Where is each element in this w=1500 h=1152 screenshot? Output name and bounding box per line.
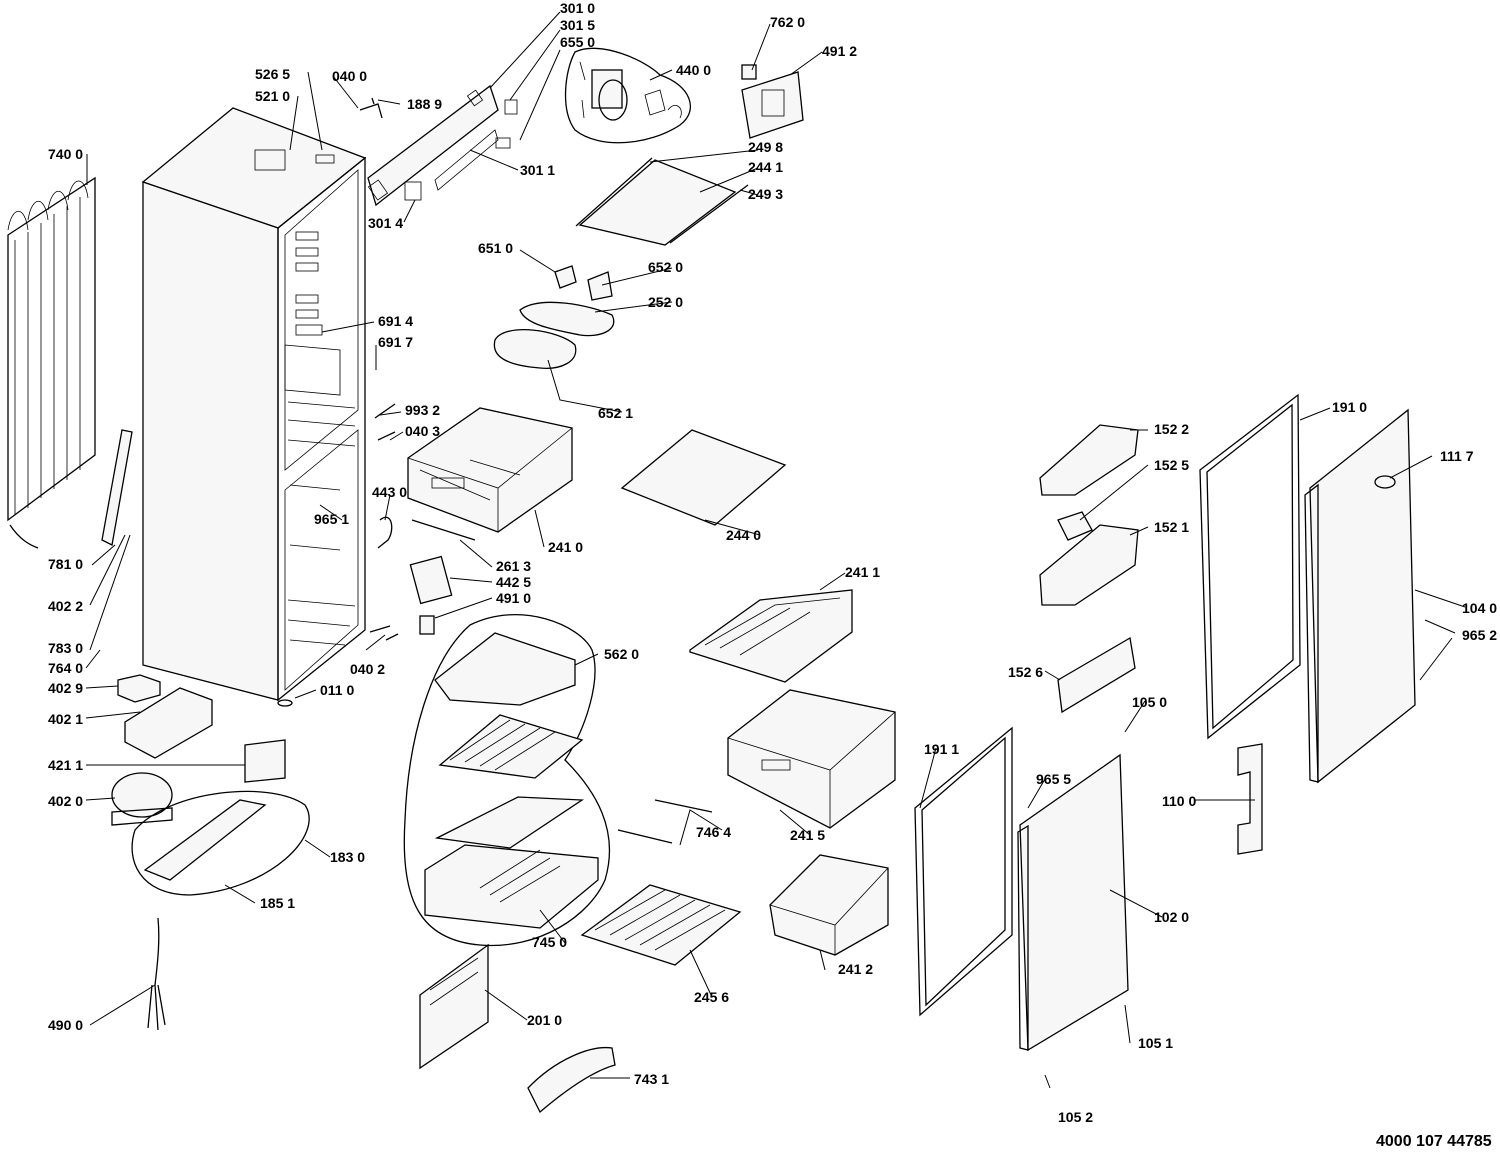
- wire-shelf: [580, 884, 742, 966]
- callout-740-0: 740 0: [48, 146, 83, 162]
- power-cord: [147, 917, 166, 1031]
- callout-762-0: 762 0: [770, 14, 805, 30]
- callout-491-2: 491 2: [822, 43, 857, 59]
- callout-183-0: 183 0: [330, 849, 365, 865]
- callout-965-2: 965 2: [1462, 627, 1497, 643]
- control-panel: [367, 84, 518, 207]
- callout-652-1: 652 1: [598, 405, 633, 421]
- callout-491-0: 491 0: [496, 590, 531, 606]
- callout-440-0: 440 0: [676, 62, 711, 78]
- callout-745-0: 745 0: [532, 934, 567, 950]
- callout-301-4: 301 4: [368, 215, 403, 231]
- callout-691-4: 691 4: [378, 313, 413, 329]
- callout-655-0: 655 0: [560, 34, 595, 50]
- callout-993-2: 993 2: [405, 402, 440, 418]
- callout-651-0: 651 0: [478, 240, 513, 256]
- freezer-back-plate: [419, 943, 489, 1070]
- callout-443-0: 443 0: [372, 484, 407, 500]
- callout-402-0: 402 0: [48, 793, 83, 809]
- condenser: [7, 176, 133, 549]
- callout-040-2: 040 2: [350, 661, 385, 677]
- callout-261-3: 261 3: [496, 558, 531, 574]
- callout-402-9: 402 9: [48, 680, 83, 696]
- callout-110-0: 110 0: [1162, 793, 1196, 809]
- callout-191-0: 191 0: [1332, 399, 1367, 415]
- callout-421-1: 421 1: [48, 757, 83, 773]
- freezer-drawer-middle: [727, 689, 896, 829]
- evaporator-assembly: [403, 614, 610, 947]
- callout-691-7: 691 7: [378, 334, 413, 350]
- door-hinge: [1237, 743, 1263, 855]
- cover-part: [527, 1046, 616, 1114]
- callout-185-1: 185 1: [260, 895, 295, 911]
- callout-040-3: 040 3: [405, 423, 440, 439]
- refrigerator-cabinet: [141, 107, 367, 707]
- callout-301-5: 301 5: [560, 17, 595, 33]
- callout-labels: 301 0 301 5 655 0 762 0 491 2 526 5 040 …: [48, 0, 1497, 1125]
- callout-105-0: 105 0: [1132, 694, 1167, 710]
- callout-402-1: 402 1: [48, 711, 83, 727]
- callout-965-5: 965 5: [1036, 771, 1071, 787]
- callout-249-3: 249 3: [748, 186, 783, 202]
- callout-104-0: 104 0: [1462, 600, 1497, 616]
- callout-252-0: 252 0: [648, 294, 683, 310]
- callout-152-6: 152 6: [1008, 664, 1043, 680]
- freezer-drawer-top: [689, 589, 853, 683]
- callout-111-7: 111 7: [1440, 448, 1474, 464]
- callout-301-0: 301 0: [560, 0, 595, 16]
- glass-shelf-upper: [575, 157, 749, 246]
- callout-241-1: 241 1: [845, 564, 880, 580]
- callout-249-8: 249 8: [748, 139, 783, 155]
- parts-artwork: [7, 47, 1416, 1114]
- leader-lines: [85, 11, 1466, 1089]
- callout-746-4: 746 4: [696, 824, 731, 840]
- callout-781-0: 781 0: [48, 556, 83, 572]
- callout-764-0: 764 0: [48, 660, 83, 676]
- callout-490-0: 490 0: [48, 1017, 83, 1033]
- door-gasket-upper: [1199, 393, 1301, 740]
- document-number: 4000 107 44785: [1376, 1133, 1492, 1150]
- light-module: [741, 64, 804, 139]
- shelf-rails: [617, 799, 713, 844]
- callout-245-6: 245 6: [694, 989, 729, 1005]
- callout-152-1: 152 1: [1154, 519, 1189, 535]
- callout-241-5: 241 5: [790, 827, 825, 843]
- callout-241-0: 241 0: [548, 539, 583, 555]
- callout-301-1: 301 1: [520, 162, 555, 178]
- callout-040-0: 040 0: [332, 68, 367, 84]
- thermostat-lamp-housing: [493, 265, 615, 369]
- callout-152-2: 152 2: [1154, 421, 1189, 437]
- callout-105-2: 105 2: [1058, 1109, 1093, 1125]
- callout-783-0: 783 0: [48, 640, 83, 656]
- freezer-drawer-bottom: [769, 854, 889, 956]
- callout-526-5: 526 5: [255, 66, 290, 82]
- callout-743-1: 743 1: [634, 1071, 669, 1087]
- callout-152-5: 152 5: [1154, 457, 1189, 473]
- fridge-door: [1304, 408, 1416, 784]
- callout-521-0: 521 0: [255, 88, 290, 104]
- callout-191-1: 191 1: [924, 741, 959, 757]
- callout-562-0: 562 0: [604, 646, 639, 662]
- compressor-assembly: [111, 674, 310, 896]
- door-bins: [1039, 424, 1139, 714]
- freezer-door: [1017, 753, 1129, 1052]
- fan-motor-parts: [359, 97, 453, 641]
- glass-shelf-lower: [620, 429, 787, 526]
- callout-402-2: 402 2: [48, 598, 83, 614]
- callout-244-0: 244 0: [726, 527, 761, 543]
- callout-105-1: 105 1: [1138, 1035, 1173, 1051]
- callout-201-0: 201 0: [527, 1012, 562, 1028]
- callout-241-2: 241 2: [838, 961, 873, 977]
- door-gasket-lower: [914, 726, 1013, 1017]
- callout-011-0: 011 0: [320, 682, 354, 698]
- crisper-drawer: [407, 407, 573, 541]
- callout-102-0: 102 0: [1154, 909, 1189, 925]
- callout-652-0: 652 0: [648, 259, 683, 275]
- callout-965-1: 965 1: [314, 511, 349, 527]
- callout-244-1: 244 1: [748, 159, 783, 175]
- callout-442-5: 442 5: [496, 574, 531, 590]
- callout-188-9: 188 9: [407, 96, 442, 112]
- fan-assembly: [564, 47, 691, 144]
